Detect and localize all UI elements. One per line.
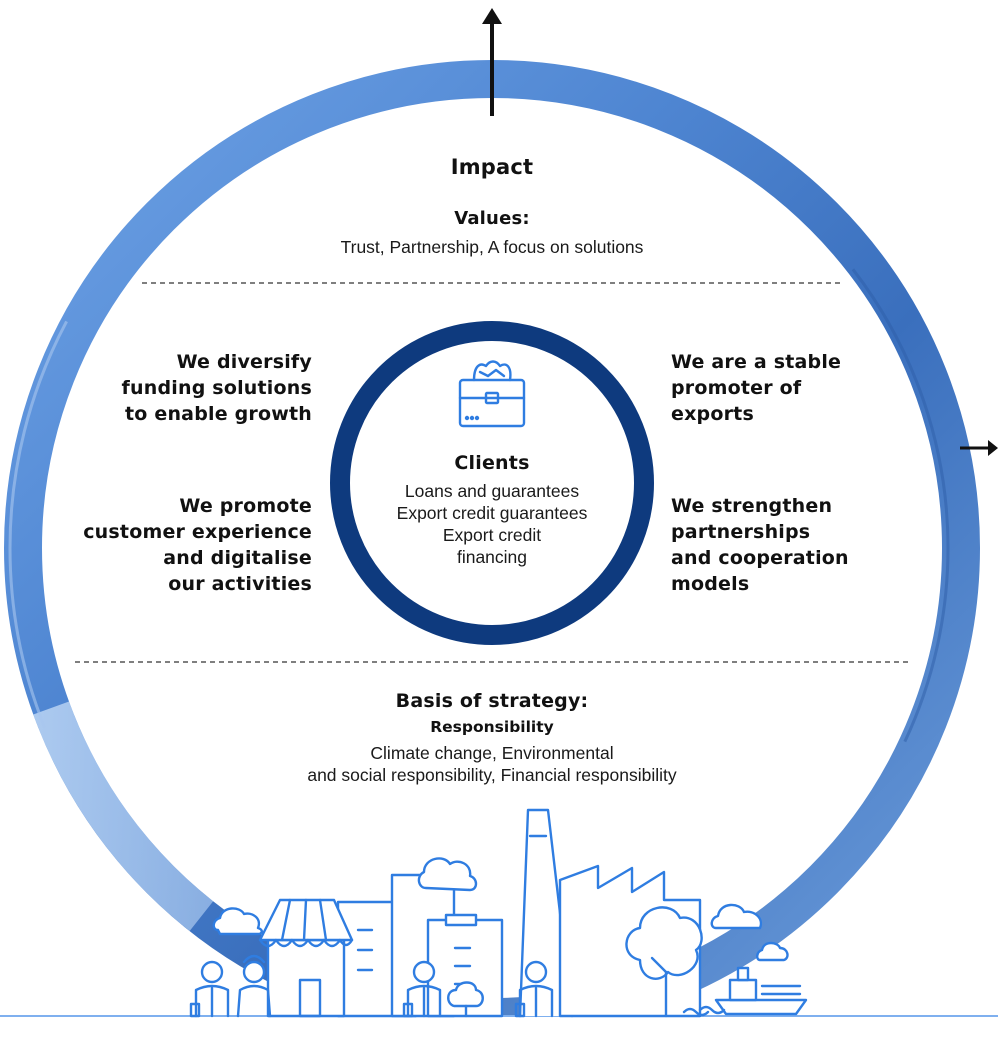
right-item-partnerships-line-4: models — [671, 573, 750, 595]
clients-service-2: Export credit guarantees — [396, 503, 588, 523]
basis-line-2: and social responsibility, Financial res… — [307, 765, 677, 785]
left-item-funding-line-3: to enable growth — [125, 403, 312, 425]
left-item-cx-line-4: our activities — [168, 573, 312, 595]
person-icon — [402, 960, 442, 1018]
right-arrow-icon — [960, 440, 998, 456]
tree-icon — [447, 981, 484, 1018]
right-item-partnerships: We strengthen partnerships and cooperati… — [671, 493, 931, 597]
values-title: Values: — [454, 208, 530, 229]
basis-text: Climate change, Environmental and social… — [192, 742, 792, 786]
left-item-customer-experience: We promote customer experience and digit… — [40, 493, 312, 597]
clients-services: Loans and guarantees Export credit guara… — [352, 480, 632, 568]
clients-title: Clients — [454, 452, 530, 474]
ship-icon — [698, 966, 808, 1016]
impact-label: Impact — [450, 155, 534, 179]
right-item-exports-line-1: We are a stable — [671, 351, 842, 373]
basis-line-1: Climate change, Environmental — [370, 743, 614, 763]
basis-subtitle: Responsibility — [430, 718, 554, 736]
shop-icon — [258, 898, 354, 1018]
left-item-cx-line-2: customer experience — [83, 521, 312, 543]
values-text: Trust, Partnership, A focus on solutions — [340, 237, 644, 257]
person-icon — [189, 960, 230, 1018]
cloud-icon — [417, 857, 478, 892]
clients-ring — [330, 321, 654, 645]
clients-service-3: Export credit — [442, 525, 542, 545]
right-item-partnerships-line-1: We strengthen — [671, 495, 833, 517]
right-item-partnerships-line-3: and cooperation — [671, 547, 849, 569]
left-item-funding-line-1: We diversify — [176, 351, 312, 373]
left-item-funding-line-2: funding solutions — [121, 377, 312, 399]
left-item-cx-line-1: We promote — [179, 495, 312, 517]
clients-service-1: Loans and guarantees — [404, 481, 580, 501]
tree-icon — [625, 906, 703, 1018]
person-icon — [236, 954, 272, 1018]
basis-title: Basis of strategy: — [395, 690, 589, 712]
left-item-funding: We diversify funding solutions to enable… — [60, 349, 312, 427]
cloud-icon — [212, 907, 263, 936]
right-item-exports-line-3: exports — [671, 403, 754, 425]
person-icon — [514, 960, 554, 1018]
cloud-icon — [710, 903, 763, 930]
left-item-cx-line-3: and digitalise — [163, 547, 312, 569]
right-item-exports: We are a stable promoter of exports — [671, 349, 931, 427]
clients-service-4: financing — [456, 547, 528, 567]
up-arrow-icon — [482, 8, 502, 116]
cloud-icon — [756, 941, 789, 962]
right-item-partnerships-line-2: partnerships — [671, 521, 811, 543]
briefcase-icon — [458, 360, 526, 428]
right-item-exports-line-2: promoter of — [671, 377, 802, 399]
city-skyline-illustration — [0, 808, 998, 1018]
